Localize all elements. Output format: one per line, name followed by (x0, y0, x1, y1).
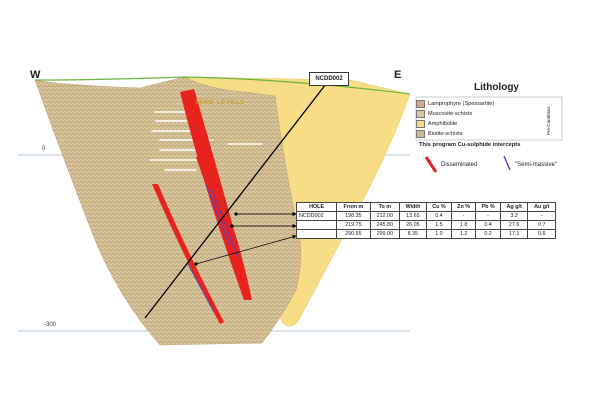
precambrian-label: Pre-Cambrian (546, 107, 551, 136)
legend-item-lamprophyre: Lamprophyre (Spessartite) (416, 99, 494, 108)
legend-item-label: Muscovite-schists (428, 110, 473, 117)
hole-label-box: NCDD002 (309, 72, 349, 86)
table-cell: 212.00 (369, 211, 400, 221)
elevation-0-label: 0 (42, 146, 46, 152)
table-cell: 0.7 (527, 220, 556, 230)
col-header: Au g/t (527, 202, 556, 212)
table-cell: 1.0 (425, 229, 452, 239)
table-cell: NCDD002 (295, 211, 338, 221)
table-cell: 0.4 (425, 211, 452, 221)
semi-massive-label: "Semi-massive" (515, 162, 557, 168)
amphibolite-swatch (416, 119, 425, 128)
intercepts-table: HOLE From m To m Width Cu % Zn % Pb % Ag… (295, 202, 556, 239)
semi-massive-legend-icon (503, 155, 511, 171)
table-cell: 1.2 (450, 229, 477, 239)
table-cell: 1.5 (425, 220, 452, 230)
west-label: W (30, 69, 41, 81)
table-cell: 1.8 (450, 220, 477, 230)
table-cell: 299.00 (369, 229, 400, 239)
biotite-swatch (416, 129, 425, 138)
table-cell: - (527, 211, 556, 221)
legend-item-muscovite: Muscovite-schists (416, 109, 472, 118)
table-row: NCDD002 198.35 212.00 13.65 0.4 - - 3.2 … (295, 211, 556, 221)
table-row: 219.75 245.80 26.05 1.5 1.8 0.4 27.6 0.7 (295, 220, 556, 230)
col-header: Cu % (425, 202, 452, 212)
table-cell: 198.35 (336, 211, 371, 221)
disseminated-label: Disseminated (441, 162, 478, 168)
col-header: To m (369, 202, 400, 212)
muscovite-swatch (416, 109, 425, 118)
lamprophyre-swatch (416, 99, 425, 108)
mine-levels-label: MINE LEVELS (196, 99, 245, 106)
drill-hole-trace (144, 83, 327, 319)
east-label: E (394, 69, 402, 81)
legend-item-amphibolite: Amphibolite (416, 119, 457, 128)
elevation-minus-300-label: -300 (44, 322, 57, 328)
table-cell: 0.2 (475, 229, 501, 239)
col-header: HOLE (295, 202, 338, 212)
col-header: From m (336, 202, 371, 212)
ground-surface (34, 76, 411, 95)
table-cell: - (450, 211, 477, 221)
legend-item-label: Biotite-schists (428, 130, 463, 137)
disseminated-legend-icon (424, 156, 438, 173)
table-cell: 0.6 (527, 229, 556, 239)
table-cell: 219.75 (336, 220, 371, 230)
table-header-row: HOLE From m To m Width Cu % Zn % Pb % Ag… (295, 202, 556, 212)
table-cell: 0.4 (475, 220, 501, 230)
table-cell: 17.1 (499, 229, 529, 239)
table-cell: 27.6 (499, 220, 529, 230)
intercept-pointers (195, 211, 297, 265)
table-cell: 245.80 (369, 220, 400, 230)
table-cell: - (475, 211, 501, 221)
table-cell: 3.2 (499, 211, 529, 221)
table-cell: 290.65 (336, 229, 371, 239)
table-cell (295, 220, 338, 230)
table-cell: 26.05 (398, 220, 427, 230)
table-cell (295, 229, 338, 239)
table-cell: 13.65 (398, 211, 427, 221)
col-header: Zn % (450, 202, 477, 212)
legend-item-label: Amphibolite (428, 120, 458, 127)
legend-item-label: Lamprophyre (Spessartite) (428, 100, 495, 107)
intercept-markers (194, 212, 238, 266)
col-header: Width (398, 202, 427, 212)
table-cell: 8.35 (398, 229, 427, 239)
semi-massive-streaks (187, 184, 239, 313)
legend-title: Lithology (474, 82, 519, 93)
legend-frame (415, 96, 563, 141)
col-header: Ag g/t (499, 202, 529, 212)
table-row: 290.65 299.00 8.35 1.0 1.2 0.2 17.1 0.6 (295, 229, 556, 239)
lithology-legend: Lamprophyre (Spessartite) Muscovite-schi… (416, 96, 566, 140)
legend-item-biotite: Biotite-schists (416, 129, 463, 138)
intercepts-title: This program Cu-sulphide intercepts (419, 142, 521, 148)
col-header: Pb % (475, 202, 501, 212)
